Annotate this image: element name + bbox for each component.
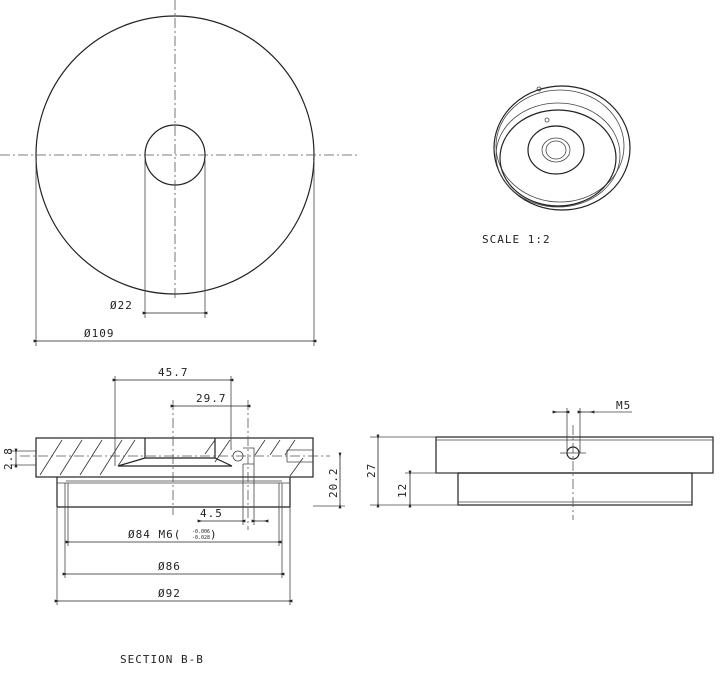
dim-27-label: 27: [365, 463, 378, 478]
dim-84-label: Ø84 M6(: [128, 528, 181, 541]
dim-45-7-label: 45.7: [158, 366, 189, 379]
dim-29-7-label: 29.7: [196, 392, 227, 405]
dim-20-2-label: 20.2: [327, 468, 340, 499]
dim-22-label: Ø22: [110, 299, 133, 312]
scale-label: SCALE 1:2: [482, 233, 551, 246]
dim-109-label: Ø109: [84, 327, 115, 340]
dim-2-8-label: 2.8: [2, 447, 15, 470]
iso-view: SCALE 1:2: [482, 85, 631, 246]
tol-close: ): [210, 528, 218, 541]
dim-86-label: Ø86: [158, 560, 181, 573]
tol-lower: -0.028: [192, 535, 210, 541]
section-view: 45.7 29.7 2.8 20.2 4.5 Ø84 M6( -0.006 -0…: [2, 366, 345, 666]
dim-92-label: Ø92: [158, 587, 181, 600]
dim-4-5-label: 4.5: [200, 507, 223, 520]
top-view: Ø22 Ø109: [0, 0, 360, 346]
dim-m5-label: M5: [616, 399, 631, 412]
tol-upper: -0.006: [192, 529, 210, 535]
section-title: SECTION B-B: [120, 653, 204, 666]
dim-12-label: 12: [396, 483, 409, 498]
side-view: M5 27 12: [365, 399, 714, 520]
